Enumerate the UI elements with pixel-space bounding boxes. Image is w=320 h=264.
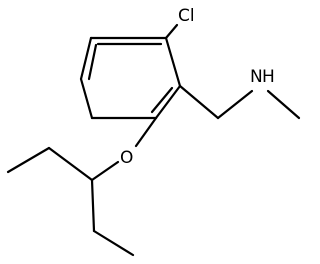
atom-hydrogen: H	[262, 67, 275, 87]
benzene-ring	[79, 36, 182, 120]
bond-ch-ethyl-upper	[47, 146, 94, 182]
ring-bond-upper-right	[164, 36, 182, 88]
bond-ch2-nitrogen	[216, 89, 254, 120]
bond-ethyl-lower-methyl	[92, 229, 135, 257]
ring-bond-lower-left	[79, 77, 94, 120]
ring-bond-left-inner	[87, 43, 98, 81]
bond-ch-ethyl-lower	[90, 178, 96, 233]
atom-nitrogen: N	[250, 67, 263, 87]
bond-ring-chlorine	[164, 23, 179, 40]
bond-ring-ch2	[178, 84, 220, 120]
bond-nitrogen-methyl	[266, 89, 301, 120]
bond-ethyl-upper-methyl	[6, 146, 51, 174]
ring-bond-lower-right	[154, 84, 182, 120]
ring-bond-lower-right-inner	[150, 86, 174, 114]
molecule-structure: Cl N H O	[6, 6, 301, 257]
atom-oxygen: O	[120, 148, 133, 168]
atom-chlorine: Cl	[178, 6, 195, 26]
bond-ring-oxygen	[134, 116, 158, 148]
bond-oxygen-ch	[90, 160, 120, 182]
ring-bond-upper-left	[79, 36, 93, 81]
